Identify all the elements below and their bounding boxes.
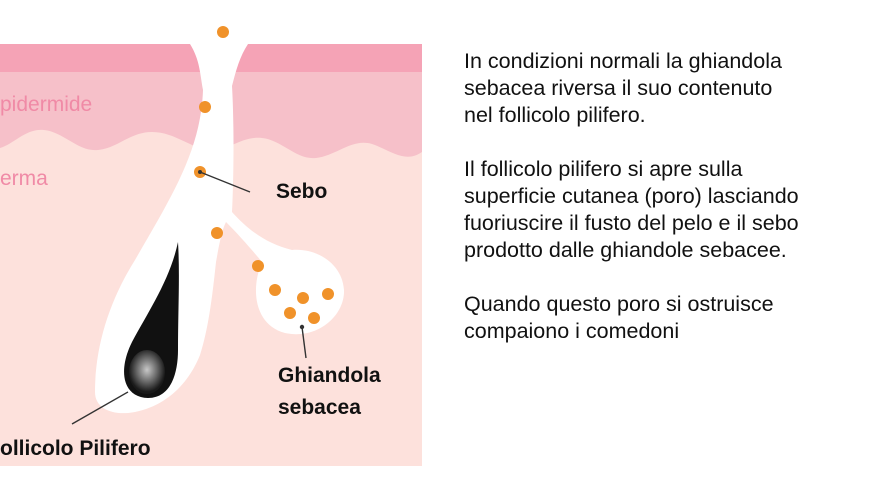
sebum-droplet bbox=[252, 260, 264, 272]
text-line: Il follicolo pilifero si apre sulla bbox=[464, 157, 743, 181]
sebum-droplet bbox=[284, 307, 296, 319]
sebum-leader-line bbox=[199, 171, 251, 193]
sebum-droplet bbox=[199, 101, 211, 113]
paragraph-normal-condition: In condizioni normali la ghiandola sebac… bbox=[464, 48, 874, 129]
text-line: fuoriuscire il fusto del pelo e il sebo bbox=[464, 211, 799, 235]
text-line: sebacea riversa il suo contenuto bbox=[464, 76, 773, 100]
gland-leader-dot bbox=[299, 324, 305, 330]
sebum-droplet bbox=[211, 227, 223, 239]
paragraph-pore-opening: Il follicolo pilifero si apre sulla supe… bbox=[464, 156, 874, 264]
gland-leader-line bbox=[301, 326, 307, 359]
text-line: superficie cutanea (poro) lasciando bbox=[464, 184, 799, 208]
sebaceous-gland-label-line1: Ghiandola bbox=[278, 364, 381, 387]
skin-follicle-diagram: pidermide erma Sebo Ghiandola sebacea ol… bbox=[0, 26, 422, 466]
sebum-leader-dot bbox=[198, 170, 202, 174]
follicle-leader-line bbox=[71, 391, 129, 425]
text-line: nel follicolo pilifero. bbox=[464, 103, 646, 127]
hair-follicle-label: ollicolo Pilifero bbox=[0, 437, 151, 460]
text-line: compaiono i comedoni bbox=[464, 319, 680, 343]
sebaceous-gland-label-line2: sebacea bbox=[278, 396, 361, 419]
sebum-droplet bbox=[269, 284, 281, 296]
dermis-label: erma bbox=[0, 167, 48, 190]
paragraph-comedones: Quando questo poro si ostruisce compaion… bbox=[464, 291, 874, 345]
description-panel: In condizioni normali la ghiandola sebac… bbox=[464, 48, 874, 372]
sebum-droplet bbox=[217, 26, 229, 38]
text-line: In condizioni normali la ghiandola bbox=[464, 49, 782, 73]
text-line: Quando questo poro si ostruisce bbox=[464, 292, 774, 316]
sebum-droplet bbox=[297, 292, 309, 304]
sebum-droplet bbox=[322, 288, 334, 300]
sebum-droplet bbox=[308, 312, 320, 324]
hair-bulb bbox=[129, 350, 165, 394]
text-line: prodotto dalle ghiandole sebacee. bbox=[464, 238, 787, 262]
epidermis-label: pidermide bbox=[0, 93, 92, 116]
sebum-label: Sebo bbox=[276, 180, 327, 203]
